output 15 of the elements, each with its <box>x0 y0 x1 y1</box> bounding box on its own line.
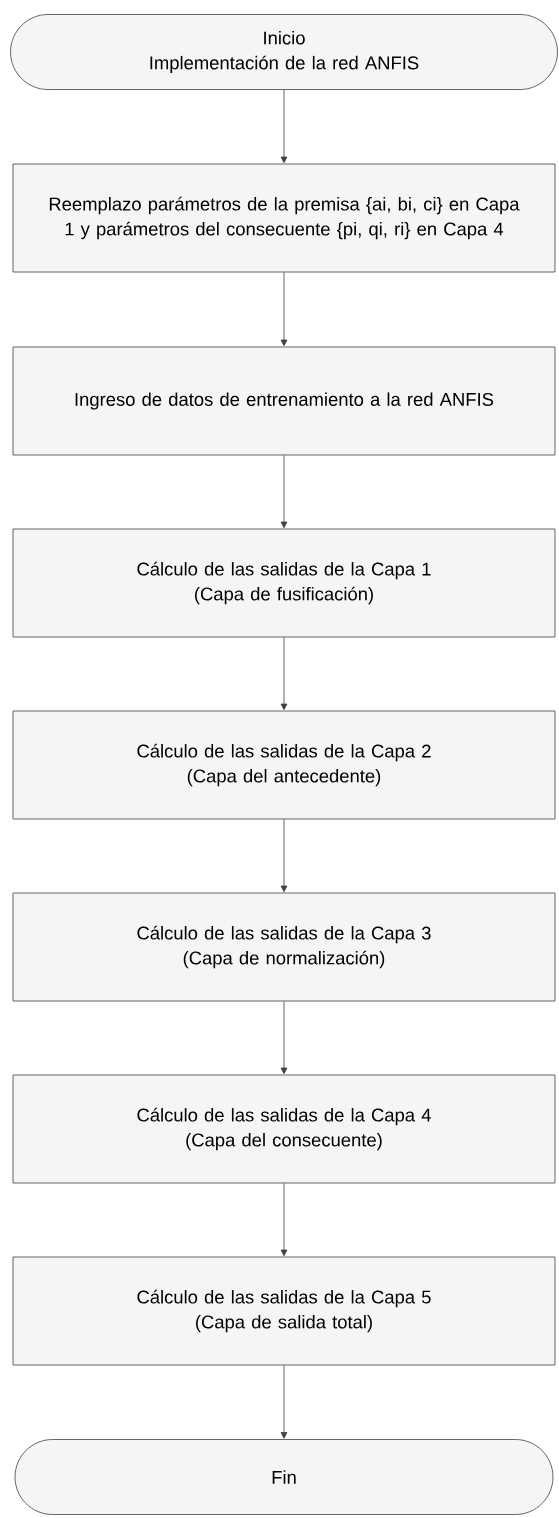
process-box: Ingreso de datos de entrenamiento a la red ANFIS <box>12 346 556 456</box>
arrow <box>280 1001 288 1075</box>
arrow <box>280 455 288 529</box>
arrow <box>280 1365 288 1439</box>
arrow <box>280 272 288 347</box>
process-box: Cálculo de las salidas de la Capa 4 (Capa del consecuente) <box>12 1074 556 1184</box>
arrow <box>280 637 288 711</box>
process-box: Cálculo de las salidas de la Capa 5 (Capa de salida total) <box>12 1256 556 1366</box>
arrow <box>280 89 288 164</box>
process-box: Cálculo de las salidas de la Capa 2 (Capa del antecedente) <box>12 710 556 820</box>
arrow <box>280 1183 288 1257</box>
arrow <box>280 819 288 893</box>
process-box: Cálculo de las salidas de la Capa 1 (Capa de fusificación) <box>12 528 556 638</box>
process-box: Cálculo de las salidas de la Capa 3 (Capa de normalización) <box>12 892 556 1002</box>
process-box: Reemplazo parámetros de la premisa {ai, bi, ci} en Capa 1 y parámetros del consecuente {pi, qi, ri} en Capa 4 <box>12 163 556 273</box>
